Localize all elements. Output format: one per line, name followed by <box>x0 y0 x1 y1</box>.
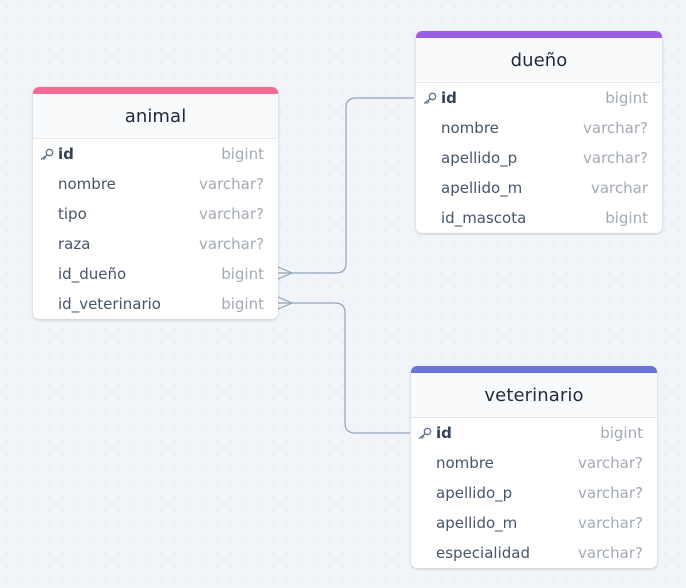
column-name: apellido_p <box>436 484 513 502</box>
table-title[interactable]: animal <box>33 94 278 139</box>
column-list: id bigint nombre varchar? apellido_p varchar?… <box>411 418 657 568</box>
column-name: id <box>441 89 457 107</box>
column-type: bigint <box>605 89 648 107</box>
column-name: id_mascota <box>441 209 527 227</box>
column-type: bigint <box>600 424 643 442</box>
column-name: apellido_m <box>436 514 518 532</box>
primary-key-icon <box>418 427 432 439</box>
column-row[interactable]: apellido_m varchar? <box>411 508 657 538</box>
column-row[interactable]: especialidad varchar? <box>411 538 657 568</box>
column-type: varchar? <box>578 544 643 562</box>
column-list: id bigint nombre varchar? apellido_p varchar?… <box>416 83 662 233</box>
column-type: bigint <box>605 209 648 227</box>
column-type: varchar? <box>583 119 648 137</box>
column-row[interactable]: id bigint <box>411 418 657 448</box>
crows-foot-animal-dueno <box>277 266 294 280</box>
column-type: varchar <box>590 179 648 197</box>
column-row[interactable]: id_dueño bigint <box>33 259 278 289</box>
column-type: varchar? <box>199 175 264 193</box>
column-name: nombre <box>436 454 494 472</box>
primary-key-icon <box>423 92 437 104</box>
crows-foot-animal-veterinario <box>277 296 294 310</box>
column-row[interactable]: id_mascota bigint <box>416 203 662 233</box>
table-accent-bar <box>33 87 278 94</box>
column-name: apellido_m <box>441 179 523 197</box>
column-name: raza <box>58 235 91 253</box>
table-accent-bar <box>411 366 657 373</box>
column-name: nombre <box>58 175 116 193</box>
column-type: varchar? <box>199 235 264 253</box>
column-row[interactable]: id_veterinario bigint <box>33 289 278 319</box>
column-row[interactable]: apellido_p varchar? <box>416 143 662 173</box>
column-type: varchar? <box>583 149 648 167</box>
column-name: id_dueño <box>58 265 127 283</box>
column-name: tipo <box>58 205 87 223</box>
column-row[interactable]: id bigint <box>416 83 662 113</box>
column-row[interactable]: nombre varchar? <box>33 169 278 199</box>
column-name: id <box>436 424 452 442</box>
column-row[interactable]: raza varchar? <box>33 229 278 259</box>
column-name: id <box>58 145 74 163</box>
table-accent-bar <box>416 31 662 38</box>
column-row[interactable]: nombre varchar? <box>416 113 662 143</box>
column-row[interactable]: apellido_m varchar <box>416 173 662 203</box>
column-type: varchar? <box>578 484 643 502</box>
relation-animal-dueno[interactable] <box>278 97 414 274</box>
column-name: nombre <box>441 119 499 137</box>
table-title[interactable]: dueño <box>416 38 662 83</box>
column-row[interactable]: apellido_p varchar? <box>411 478 657 508</box>
column-type: varchar? <box>199 205 264 223</box>
column-row[interactable]: tipo varchar? <box>33 199 278 229</box>
column-type: varchar? <box>578 454 643 472</box>
table-title[interactable]: veterinario <box>411 373 657 418</box>
column-name: id_veterinario <box>58 295 161 313</box>
column-list: id bigint nombre varchar? tipo varchar? raza va… <box>33 139 278 319</box>
column-name: apellido_p <box>441 149 518 167</box>
column-name: especialidad <box>436 544 530 562</box>
table-animal[interactable]: animal id bigint nombre varchar? tipo varchar… <box>33 87 278 319</box>
column-row[interactable]: id bigint <box>33 139 278 169</box>
column-type: bigint <box>221 265 264 283</box>
primary-key-icon <box>40 148 54 160</box>
column-type: bigint <box>221 145 264 163</box>
column-type: bigint <box>221 295 264 313</box>
column-row[interactable]: nombre varchar? <box>411 448 657 478</box>
column-type: varchar? <box>578 514 643 532</box>
relation-animal-veterinario[interactable] <box>278 302 410 434</box>
